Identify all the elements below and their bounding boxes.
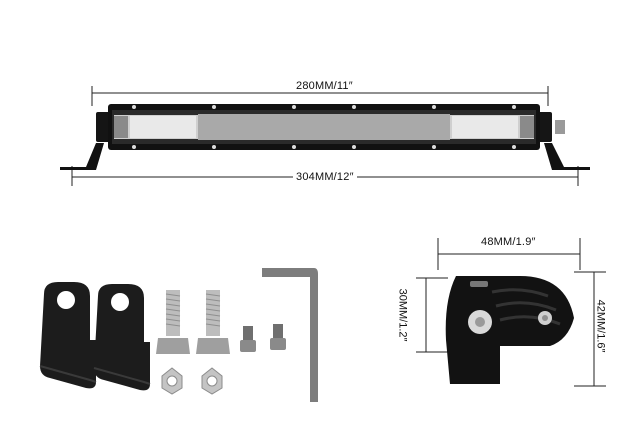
side-top-slot [470, 281, 488, 287]
mounting-bracket-right [93, 284, 151, 391]
length-dimension-line [91, 86, 549, 106]
side-mount-bolt [468, 310, 492, 334]
led-cluster-left [130, 116, 196, 138]
side-inner-height-label: 30MM/1.2″ [396, 288, 409, 342]
mounting-bracket-left [39, 282, 97, 389]
small-screw-1 [240, 326, 256, 352]
small-screw-2 [270, 324, 286, 350]
led-reflectors-center [198, 114, 450, 140]
side-width-label: 48MM/1.9″ [478, 236, 539, 248]
housing-screws [132, 105, 516, 149]
bar-mounting-foot-right [544, 143, 590, 170]
bar-length-label: 280MM/11″ [293, 80, 356, 92]
hex-nut-1 [161, 367, 183, 395]
inner-height-dimension-line [416, 277, 448, 353]
side-end-screw [538, 311, 552, 325]
side-outer-height-label: 42MM/1.6″ [594, 299, 607, 353]
bar-overall-length-label: 304MM/12″ [293, 171, 357, 183]
bolt-1 [156, 290, 190, 354]
hex-nut-2 [201, 367, 223, 395]
side-view-housing [445, 276, 574, 384]
outer-height-dimension-line [574, 271, 606, 387]
bar-mounting-foot-left [60, 143, 104, 170]
bolt-2 [196, 290, 230, 354]
led-cluster-right [452, 116, 518, 138]
width-dimension-line [437, 238, 581, 270]
hex-wrench [262, 268, 318, 402]
